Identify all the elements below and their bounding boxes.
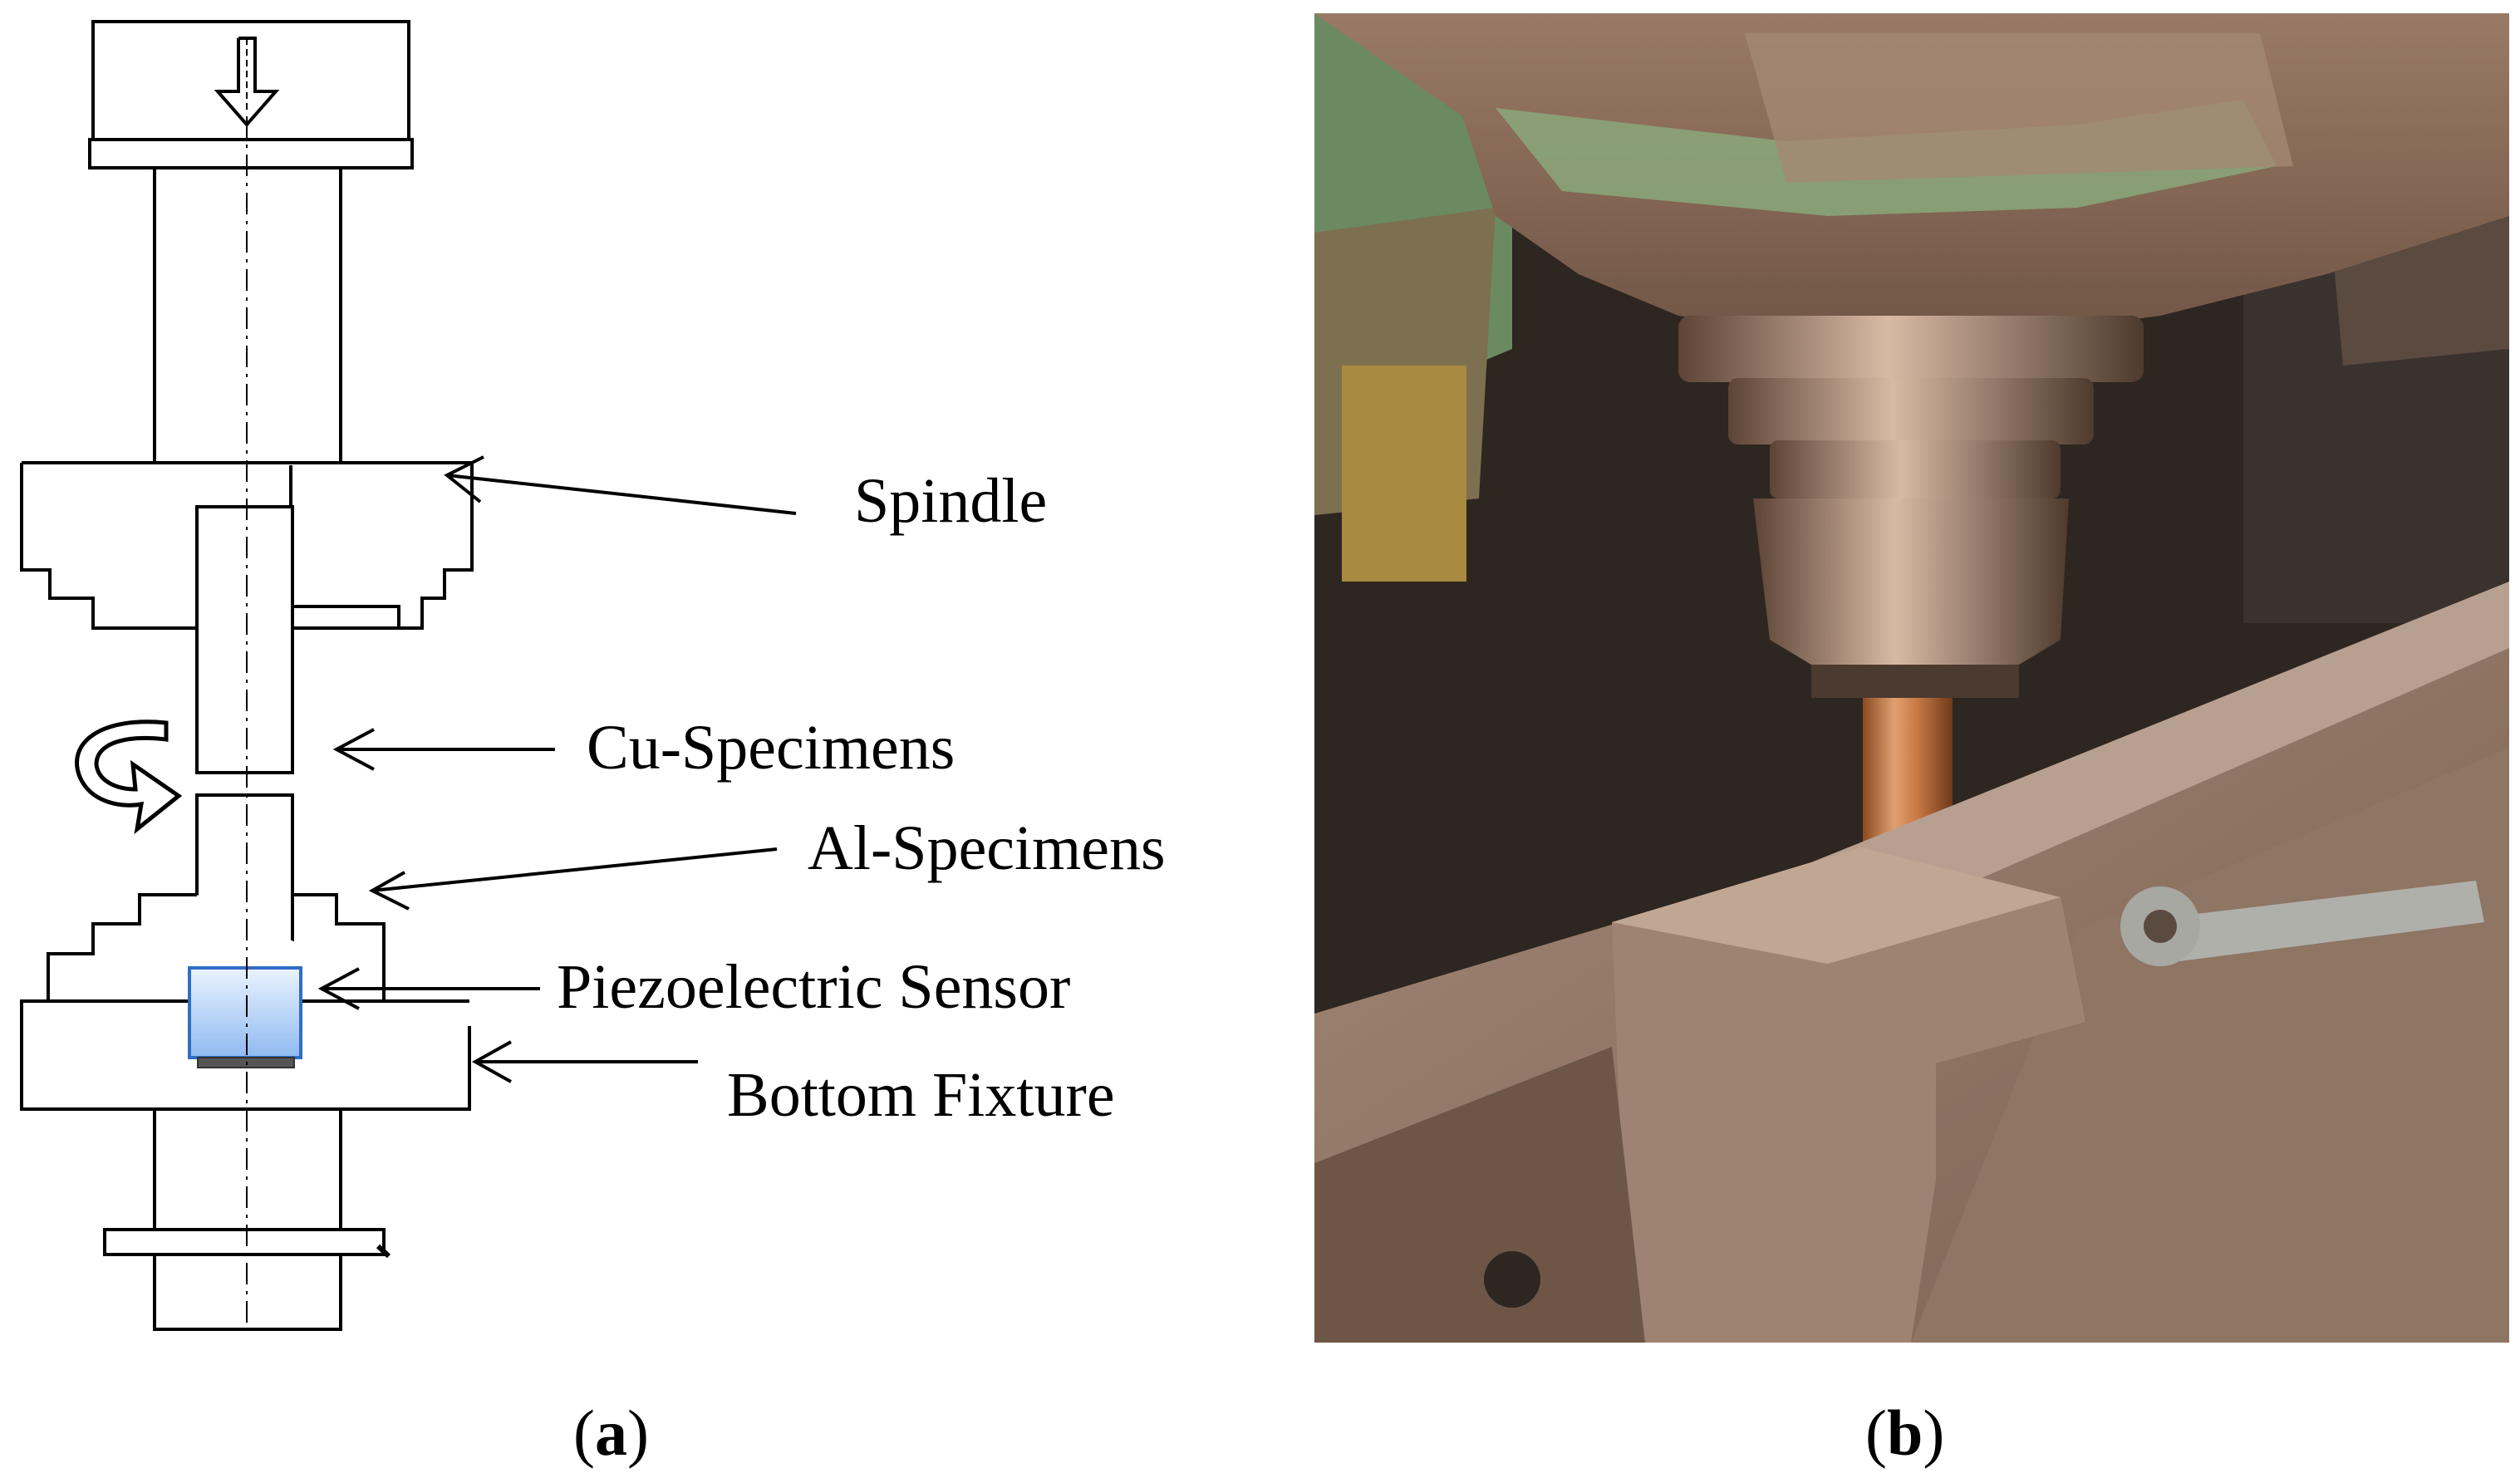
label-cu-specimens: Cu-Specimens: [587, 713, 955, 783]
down-arrow-icon: [214, 37, 280, 128]
piezo-sensor-drawing: [188, 966, 302, 1059]
cu-specimen-drawing: [195, 505, 294, 774]
caption-a-close: ): [626, 1397, 649, 1469]
caption-a-open: (: [573, 1397, 595, 1469]
vise-jaw: [1612, 847, 2085, 1343]
caption-b-close: ): [1923, 1397, 1945, 1469]
label-al-specimens: Al-Specimens: [808, 813, 1166, 883]
caption-a-letter: a: [594, 1397, 627, 1469]
press-plate: [88, 138, 414, 169]
collet-chuck: [1753, 498, 2069, 665]
label-spindle: Spindle: [854, 466, 1048, 536]
leader-arrows: [317, 455, 797, 1083]
panel-a-schematic: [20, 20, 797, 1331]
caption-b: (b): [1865, 1401, 1944, 1466]
label-bottom-fixture: Bottom Fixture: [727, 1060, 1115, 1130]
label-piezo-sensor: Piezoelectric Sensor: [557, 952, 1071, 1022]
caption-b-open: (: [1865, 1397, 1887, 1469]
lower-collar: [103, 1228, 386, 1256]
panel-b-photo: [1314, 13, 2509, 1343]
caption-b-letter: b: [1886, 1397, 1923, 1469]
caption-a: (a): [573, 1401, 649, 1466]
rotation-arrow-icon: [75, 719, 183, 835]
